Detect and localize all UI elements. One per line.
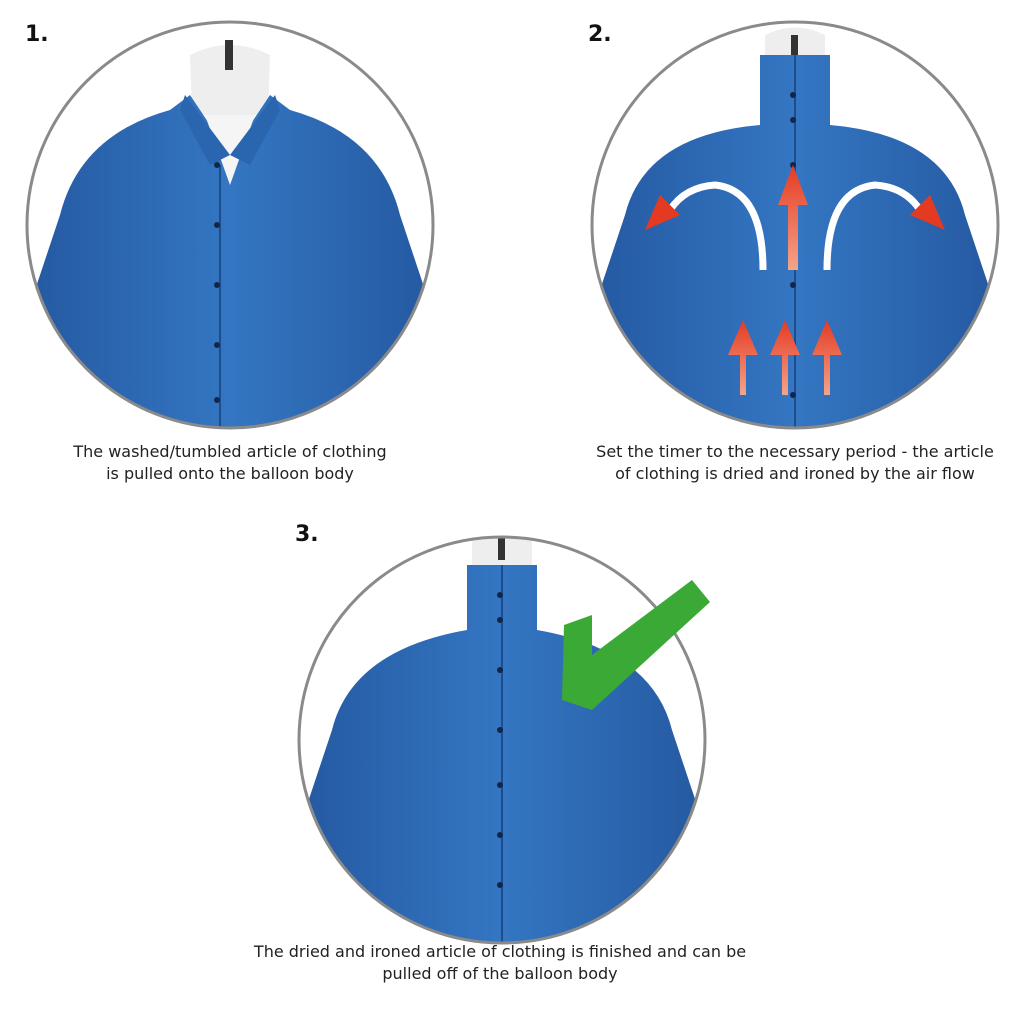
caption-line: pulled off of the balloon body <box>382 964 618 983</box>
shirt <box>27 95 433 428</box>
mannequin-head <box>190 45 270 115</box>
step-2-number: 2. <box>588 22 612 47</box>
frame-circle <box>25 20 435 430</box>
caption-line: The washed/tumbled article of clothing <box>73 442 387 461</box>
step-3-illustration <box>297 535 710 945</box>
step-3-number: 3. <box>295 522 319 547</box>
step-1-number: 1. <box>25 22 49 47</box>
checkmark-icon <box>562 580 710 710</box>
caption-line: is pulled onto the balloon body <box>106 464 354 483</box>
caption-line: of clothing is dried and ironed by the a… <box>615 464 975 483</box>
step-1-caption: The washed/tumbled article of clothing i… <box>20 441 440 485</box>
caption-line: The dried and ironed article of clothing… <box>253 942 747 961</box>
airflow-arrows <box>645 165 945 395</box>
step-2-illustration <box>590 20 1000 430</box>
step-3-caption: The dried and ironed article of clothing… <box>200 941 800 985</box>
caption-line: Set the timer to the necessary period - … <box>596 442 994 461</box>
step-1-illustration <box>25 20 435 430</box>
step-2-caption: Set the timer to the necessary period - … <box>560 441 1024 485</box>
